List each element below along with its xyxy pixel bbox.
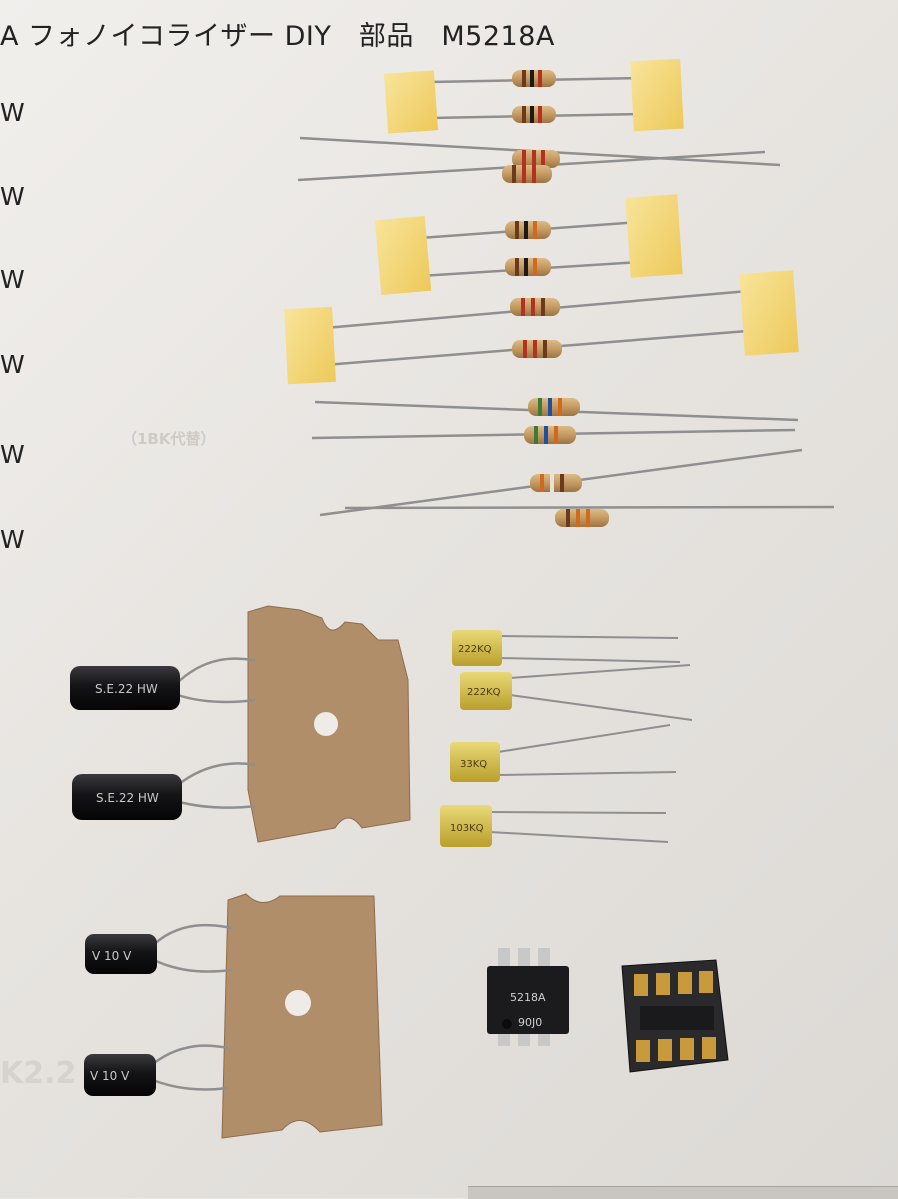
electrolytic-capacitor-1: S.E.22 HW	[70, 657, 256, 710]
film-cap-label-1: 222KQ	[458, 644, 492, 655]
film-capacitor-3: 33KQ	[450, 724, 677, 782]
power-rating-suffix-6: W	[0, 525, 25, 554]
electrolytic-label-2: S.E.22 HW	[96, 791, 159, 805]
resistor-pair-1	[383, 58, 684, 134]
electrolytic-label-3: V 10 V	[92, 949, 132, 963]
electrolytic-capacitor-2: S.E.22 HW	[72, 762, 256, 820]
power-rating-suffix-3: W	[0, 265, 25, 294]
resistor-pair-4	[284, 270, 799, 385]
film-cap-label-3: 33KQ	[460, 759, 487, 770]
electrolytic-capacitor-4: V 10 V	[84, 1044, 229, 1096]
electrolytic-label-4: V 10 V	[90, 1069, 130, 1083]
faint-cap-text: K2.2	[0, 1056, 77, 1091]
electrolytic-label-1: S.E.22 HW	[95, 682, 158, 696]
electrolytic-capacitor-3: V 10 V	[85, 923, 233, 974]
ic-code-label: 90J0	[518, 1016, 542, 1029]
resistor-pair-6	[319, 448, 835, 527]
faint-backprint-text: （1BK代替）	[122, 430, 216, 448]
film-capacitor-2: 222KQ	[460, 664, 693, 721]
resistor-pair-2	[297, 136, 781, 183]
power-rating-suffix-4: W	[0, 350, 25, 379]
resistor-pair-5	[311, 398, 799, 444]
bottom-edge-strip	[468, 1186, 898, 1199]
power-rating-suffix-5: W	[0, 440, 25, 469]
ic-chip: 5218A 90J0	[487, 948, 569, 1046]
parts-list-title: A フォノイコライザー DIY 部品 M5218A	[0, 21, 555, 52]
film-capacitor-4: 103KQ	[440, 805, 669, 847]
ic-socket	[621, 959, 729, 1073]
film-capacitor-1: 222KQ	[452, 630, 681, 666]
resistor-pair-3	[374, 194, 683, 296]
cardboard-holder-1	[247, 605, 411, 843]
cardboard-holder-2	[221, 893, 383, 1139]
power-rating-suffix-1: W	[0, 98, 25, 127]
ic-part-label: 5218A	[510, 991, 546, 1004]
film-cap-label-4: 103KQ	[450, 823, 484, 834]
power-rating-suffix-2: W	[0, 182, 25, 211]
film-cap-label-2: 222KQ	[467, 687, 501, 698]
